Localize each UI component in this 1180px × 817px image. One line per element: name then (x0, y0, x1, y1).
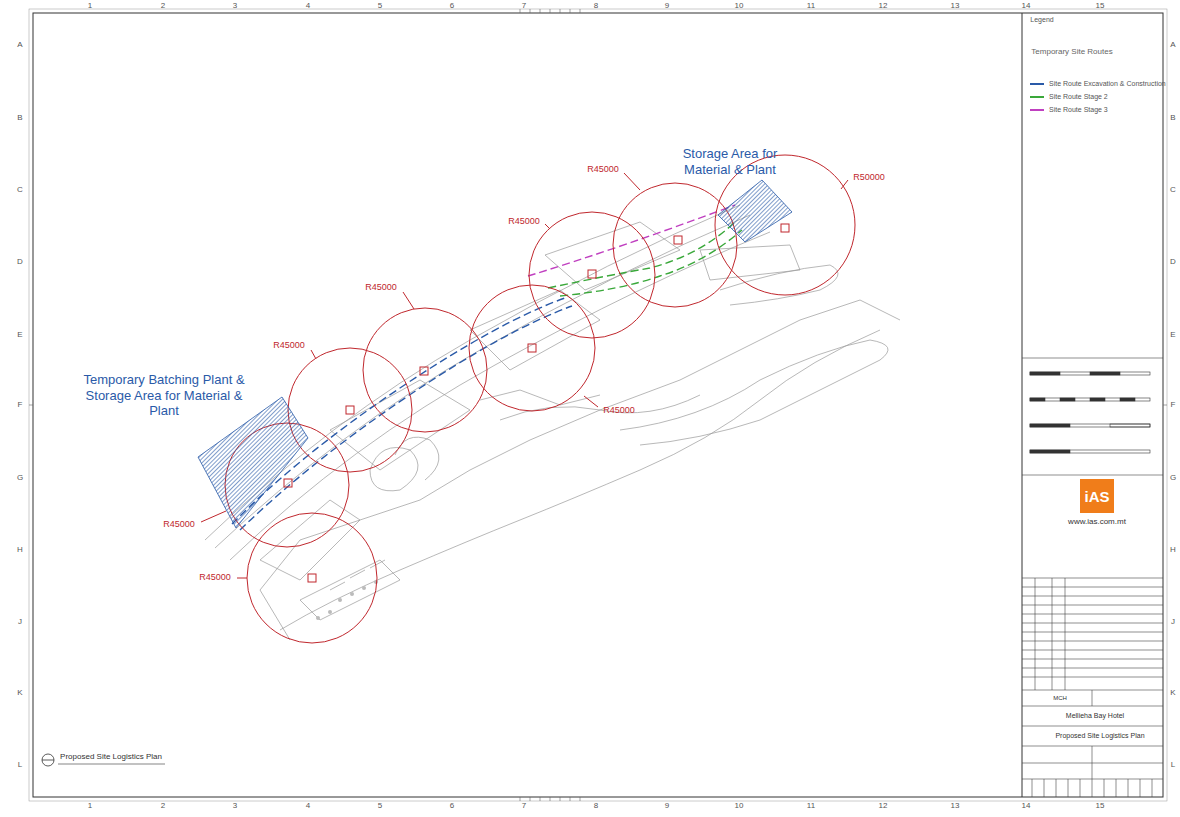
legend-swatch (1030, 96, 1044, 98)
grid-reference: 8 (594, 802, 598, 811)
grid-reference: 15 (1096, 802, 1105, 811)
radius-label: R45000 (199, 573, 231, 583)
website: www.ias.com.mt (1068, 518, 1126, 527)
grid-reference: H (17, 546, 23, 555)
project-name: Mellieha Bay Hotel (1066, 712, 1124, 720)
drawing-title: Proposed Site Logistics Plan (1055, 732, 1144, 740)
grid-reference: 15 (1096, 2, 1105, 11)
area-label: Storage Area for Material & Plant (662, 146, 798, 177)
grid-reference: 7 (522, 2, 526, 11)
grid-reference: A (1170, 41, 1175, 50)
grid-reference: L (18, 761, 22, 770)
grid-reference: 14 (1022, 2, 1031, 11)
storage-area: Storage Area for Material & Plant (662, 146, 798, 246)
grid-reference: 4 (306, 2, 310, 11)
grid-reference: B (17, 114, 22, 123)
client-name: MCH (1053, 695, 1067, 702)
radius-label: R50000 (853, 173, 885, 183)
grid-reference: 13 (951, 2, 960, 11)
grid-reference: 3 (233, 2, 237, 11)
legend-title: Temporary Site Routes (1031, 48, 1112, 57)
grid-reference: B (1170, 114, 1175, 123)
grid-reference: E (17, 331, 22, 340)
logo-text: iAS (1084, 489, 1109, 506)
radius-label: R45000 (587, 165, 619, 175)
grid-reference: 10 (735, 802, 744, 811)
legend-row: Site Route Excavation & Construction (1030, 80, 1166, 87)
grid-reference: 11 (807, 802, 815, 811)
grid-reference: 4 (306, 802, 310, 811)
legend-row: Site Route Stage 2 (1030, 93, 1108, 100)
plan-title: Proposed Site Logistics Plan (60, 753, 162, 762)
radius-label: R45000 (603, 406, 635, 416)
legend-text: Site Route Stage 3 (1049, 106, 1108, 113)
grid-reference: 5 (378, 802, 382, 811)
grid-reference: 14 (1022, 802, 1031, 811)
grid-reference: L (1171, 761, 1175, 770)
grid-reference: 7 (522, 802, 526, 811)
grid-reference: 10 (735, 2, 744, 11)
grid-reference: J (1171, 618, 1175, 627)
grid-reference: K (1170, 689, 1175, 698)
legend-heading: Legend (1030, 16, 1053, 24)
grid-reference: A (17, 41, 22, 50)
grid-reference: 13 (951, 802, 960, 811)
grid-reference: H (1170, 546, 1176, 555)
grid-reference: G (1170, 474, 1176, 483)
batching-plant-area: Temporary Batching Plant & Storage Area … (80, 372, 315, 532)
grid-reference: C (1170, 186, 1176, 195)
grid-reference: 6 (450, 802, 454, 811)
legend-text: Site Route Stage 2 (1049, 93, 1108, 100)
grid-reference: E (1170, 331, 1175, 340)
grid-reference: 2 (161, 802, 165, 811)
legend-swatch (1030, 83, 1044, 85)
grid-reference: C (17, 186, 23, 195)
radius-label: R45000 (273, 341, 305, 351)
grid-reference: 1 (88, 2, 92, 11)
area-label: Temporary Batching Plant & Storage Area … (80, 372, 248, 419)
grid-reference: J (18, 618, 22, 627)
grid-reference: K (17, 689, 22, 698)
radius-label: R45000 (365, 283, 397, 293)
legend-text: Site Route Excavation & Construction (1049, 80, 1166, 87)
radius-label: R45000 (508, 217, 540, 227)
grid-reference: 1 (88, 802, 92, 811)
grid-reference: 6 (450, 2, 454, 11)
grid-reference: 3 (233, 802, 237, 811)
grid-reference: 12 (879, 802, 888, 811)
grid-reference: G (17, 474, 23, 483)
grid-reference: 5 (378, 2, 382, 11)
legend-swatch (1030, 109, 1044, 111)
grid-reference: 8 (594, 2, 598, 11)
grid-reference: 9 (665, 802, 669, 811)
radius-label: R45000 (163, 520, 195, 530)
grid-reference: 9 (665, 2, 669, 11)
legend-row: Site Route Stage 3 (1030, 106, 1108, 113)
grid-reference: F (1171, 401, 1176, 410)
grid-reference: F (18, 401, 23, 410)
grid-reference: D (17, 258, 23, 267)
grid-reference: 11 (807, 2, 815, 11)
grid-reference: 12 (879, 2, 888, 11)
grid-reference: 2 (161, 2, 165, 11)
grid-reference: D (1170, 258, 1176, 267)
